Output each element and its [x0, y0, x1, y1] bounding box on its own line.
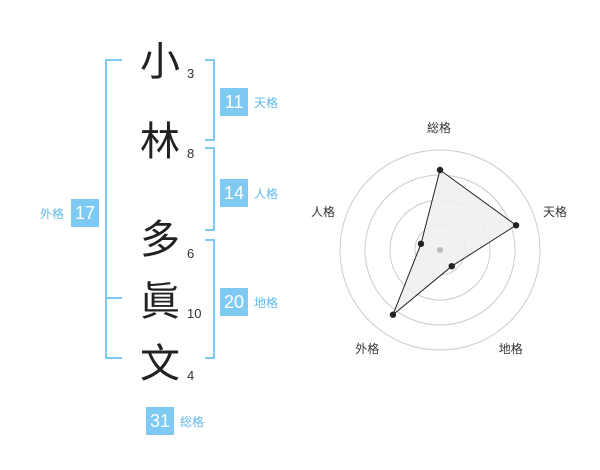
tenkaku-label: 天格: [254, 96, 279, 110]
jinkaku-bracket: [205, 147, 215, 231]
radar-grid-ring: [339, 149, 541, 351]
name-char-2: 林: [140, 119, 180, 165]
gaikaku-label: 外格: [40, 207, 65, 221]
jinkaku-label: 人格: [254, 187, 279, 201]
stroke-count-2: 8: [187, 146, 195, 161]
gaikaku-bracket: [105, 59, 122, 359]
radar-axis-label-2: 天格: [543, 205, 568, 220]
tenkaku-bracket: [205, 59, 215, 141]
radar-series-polygon: [392, 169, 517, 316]
jinkaku-value-badge: 14: [220, 179, 248, 207]
stroke-count-4: 10: [187, 306, 202, 321]
radar-point-4: [389, 311, 397, 318]
radar-axis-label-4: 外格: [355, 341, 380, 356]
stroke-count-5: 4: [187, 368, 195, 383]
name-char-1: 小: [140, 39, 180, 85]
name-char-3: 多: [140, 217, 180, 263]
radar-center-dot: [437, 247, 443, 253]
radar-axis-label-5: 人格: [310, 205, 335, 220]
tenkaku-value-badge: 11: [220, 88, 248, 116]
radar-axis-label-3: 地格: [498, 341, 523, 356]
name-char-4: 眞: [140, 279, 180, 325]
stroke-count-3: 6: [187, 246, 195, 261]
radar-point-1: [436, 166, 444, 174]
radar-point-3: [448, 262, 455, 270]
chikaku-value-badge: 20: [220, 288, 248, 316]
gaikaku-value-badge: 17: [71, 199, 99, 227]
radar-point-2: [512, 222, 520, 229]
radar-axis-label-1: 総格: [427, 121, 452, 135]
soukaku-label: 総格: [180, 415, 205, 429]
name-char-5: 文: [140, 341, 180, 387]
chikaku-bracket: [205, 239, 215, 359]
stroke-count-1: 3: [187, 66, 195, 81]
radar-point-5: [417, 240, 425, 248]
chikaku-label: 地格: [254, 296, 279, 310]
soukaku-value-badge: 31: [146, 407, 174, 435]
